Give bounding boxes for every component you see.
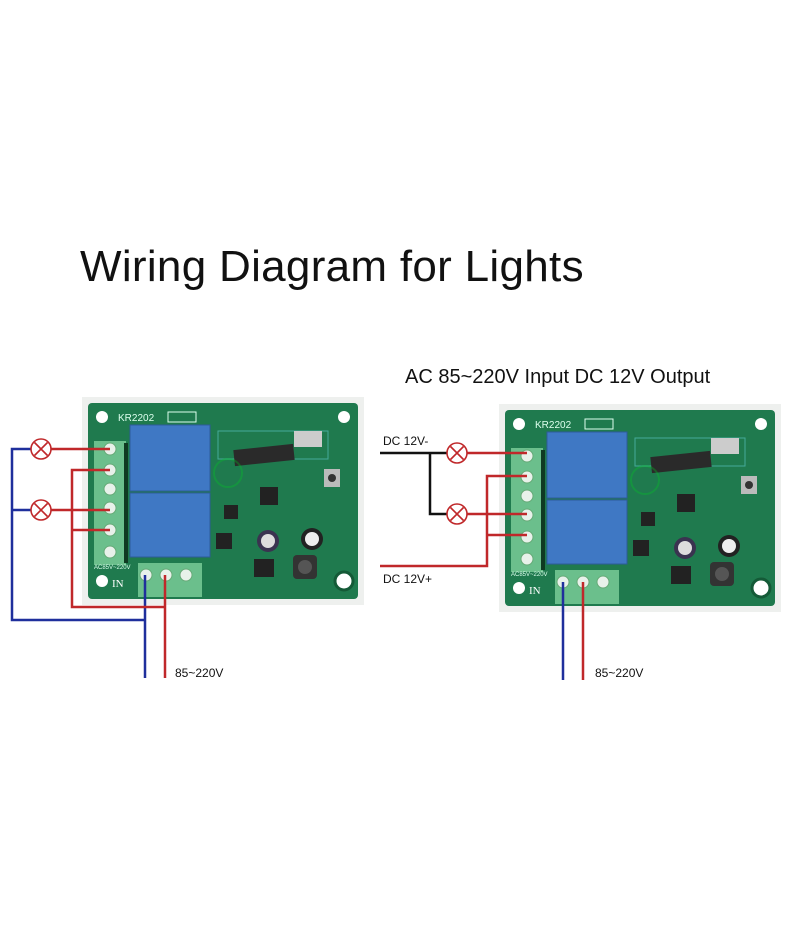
supply-label-right: 85~220V xyxy=(595,666,643,680)
lamp-icon xyxy=(446,503,468,525)
board-ac-label: AC85V~220V xyxy=(94,565,131,571)
lamp-icon xyxy=(446,442,468,464)
board-input-label: IN xyxy=(112,578,124,590)
lamp-icon xyxy=(30,438,52,460)
page-title: Wiring Diagram for Lights xyxy=(80,242,584,291)
left-diagram: KR2202 AC85V~220V IN 85~220V xyxy=(10,395,366,680)
lamp-icon xyxy=(30,499,52,521)
dc-positive-wire xyxy=(380,451,527,568)
relay-board-right xyxy=(497,402,783,614)
supply-label-left: 85~220V xyxy=(175,666,223,680)
dc-negative-wire xyxy=(380,451,447,516)
dc-plus-label: DC 12V+ xyxy=(383,572,432,586)
board-ac-label: AC85V~220V xyxy=(511,572,548,578)
board-input-label: IN xyxy=(529,585,541,597)
dc-minus-label: DC 12V- xyxy=(383,434,428,448)
live-wire-left xyxy=(51,447,167,678)
board-model-label: KR2202 xyxy=(535,420,572,431)
board-model-label: KR2202 xyxy=(118,413,155,424)
neutral-wire-left xyxy=(10,447,147,678)
right-diagram: KR2202 AC85V~220V IN DC 12V- DC 12V+ 85~… xyxy=(380,402,783,680)
right-diagram-subtitle: AC 85~220V Input DC 12V Output xyxy=(405,366,711,388)
relay-board-left xyxy=(80,395,366,607)
